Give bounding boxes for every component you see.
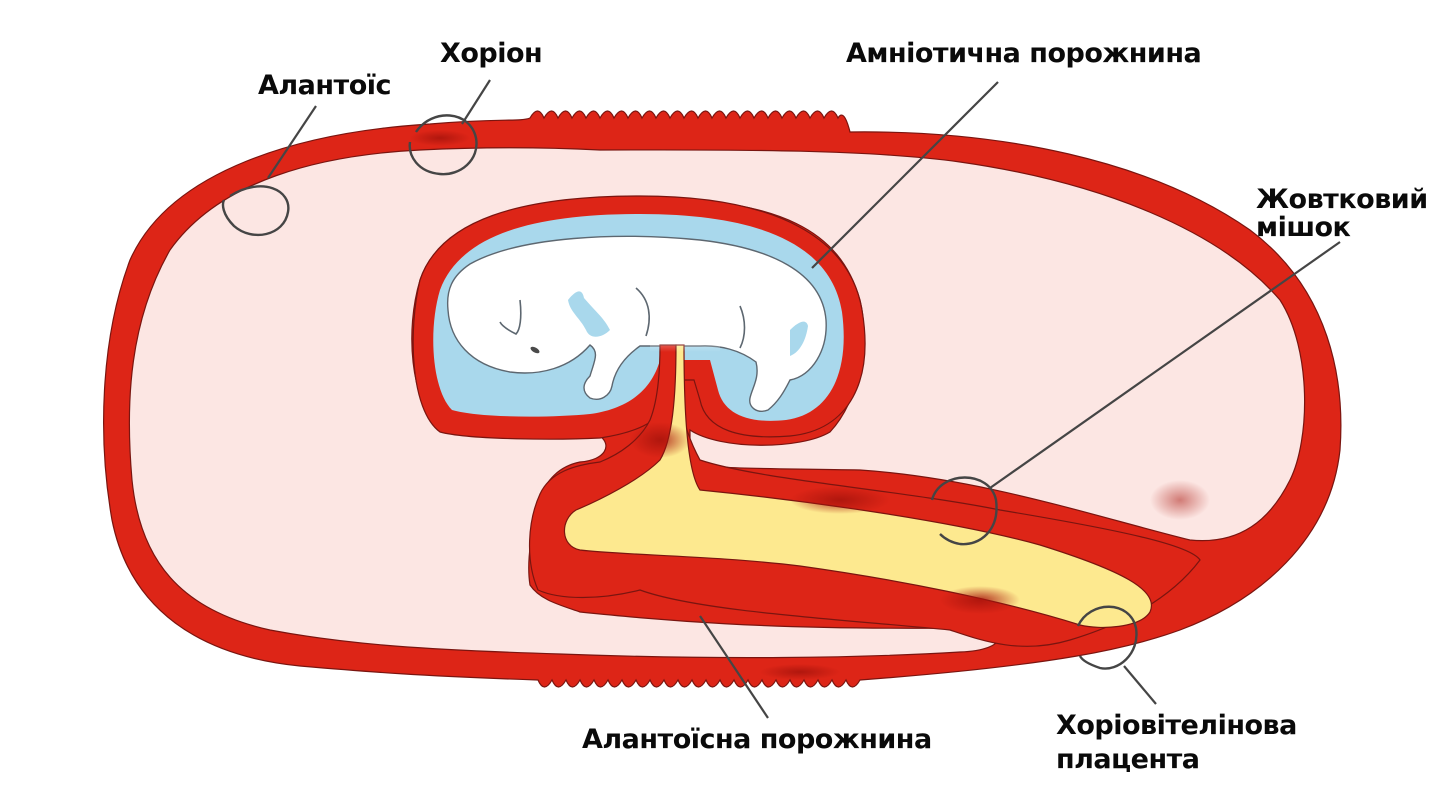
leader-chorion [408, 79, 491, 176]
leader-allantois [221, 105, 317, 237]
label-allantois: Алантоїс [258, 70, 391, 101]
yolk-sac [528, 322, 1210, 647]
leader-amniotic-cavity [811, 81, 999, 269]
label-amniotic-cavity: Амніотична порожнина [846, 38, 1201, 69]
label-allantoic-cavity: Алантоїсна порожнина [582, 724, 932, 755]
leader-allantoic-cavity [699, 615, 769, 719]
label-chorion: Хоріон [440, 38, 542, 69]
label-choriovitelline-placenta-line1: Хоріовітелінова [1056, 710, 1297, 741]
label-choriovitelline-placenta-line2: плацента [1056, 744, 1200, 775]
label-yolk-sac-line2: мішок [1256, 212, 1351, 243]
allantoic-cavity-region [128, 147, 1306, 659]
label-yolk-sac-line1: Жовтковий [1256, 184, 1428, 215]
leader-choriovitelline-placenta [1076, 605, 1157, 705]
fetus [446, 235, 827, 412]
leader-yolk-sac [930, 241, 1341, 546]
